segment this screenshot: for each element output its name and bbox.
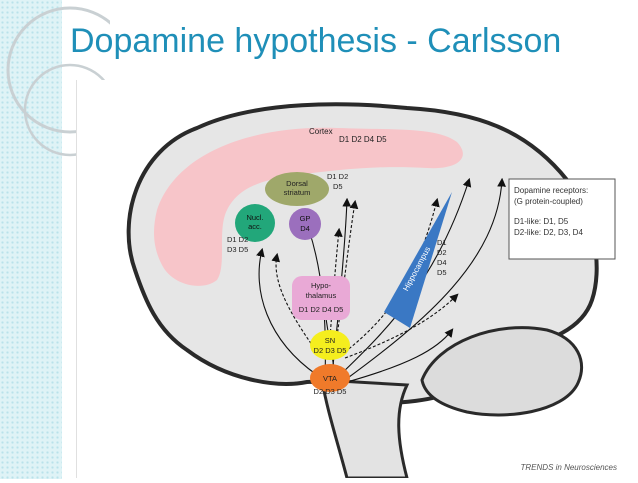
figure-panel: Cortex D1 D2 D4 D5 Dorsal striatum D1 D2… [76, 80, 633, 480]
figure-credit: TRENDS in Neurosciences [520, 463, 617, 472]
hypothalamus-receptors: D1 D2 D4 D5 [299, 305, 344, 314]
dorsal-striatum-receptors-2: D5 [333, 182, 343, 191]
gp-label: GP [300, 214, 311, 223]
nucl-acc-receptors-2: D3 D5 [227, 245, 248, 254]
hippocampus-node [384, 192, 452, 328]
cortex-region [154, 127, 463, 286]
legend-line-3: D1-like: D1, D5 [514, 217, 569, 226]
legend-line-2: (G protein-coupled) [514, 197, 583, 206]
nucl-acc-label-1: Nucl. [246, 213, 263, 222]
legend-box [508, 178, 616, 260]
cerebellum [420, 326, 583, 417]
vta-receptors: D2 D3 D5 [314, 387, 347, 396]
nucl-acc-node [235, 204, 275, 242]
decorative-dot-pattern [0, 0, 62, 479]
dorsal-striatum-node [265, 172, 329, 206]
nucl-acc-receptors-1: D1 D2 [227, 235, 248, 244]
hippocampus-receptor-4: D5 [437, 268, 447, 277]
hypothalamus-node [292, 276, 350, 320]
hypothalamus-label-2: thalamus [306, 291, 337, 300]
dorsal-striatum-label-2: striatum [284, 188, 311, 197]
brain-diagram: Cortex D1 D2 D4 D5 Dorsal striatum D1 D2… [126, 102, 616, 480]
gp-receptors: D4 [300, 224, 310, 233]
legend-line-4: D2-like: D2, D3, D4 [514, 228, 583, 237]
sn-label: SN [325, 336, 335, 345]
vta-node [310, 364, 350, 392]
dorsal-striatum-label-1: Dorsal [286, 179, 308, 188]
nucl-acc-label-2: acc. [248, 222, 262, 231]
legend-line-1: Dopamine receptors: [514, 186, 588, 195]
vta-label: VTA [323, 374, 337, 383]
gp-node [289, 208, 321, 240]
hippocampus-receptor-2: D2 [437, 248, 447, 257]
hypothalamus-label-1: Hypo- [311, 281, 332, 290]
cortex-receptors: D1 D2 D4 D5 [339, 135, 387, 144]
sn-receptors: D2 D3 D5 [314, 346, 347, 355]
slide-title: Dopamine hypothesis - Carlsson 2000 [70, 22, 562, 68]
dorsal-striatum-receptors-1: D1 D2 [327, 172, 348, 181]
hippocampus-receptor-3: D4 [437, 258, 447, 267]
hippocampus-receptor-1: D1 [437, 238, 447, 247]
sn-node [310, 330, 350, 360]
decorative-rings [6, 6, 110, 157]
cortex-label: Cortex [309, 127, 333, 136]
